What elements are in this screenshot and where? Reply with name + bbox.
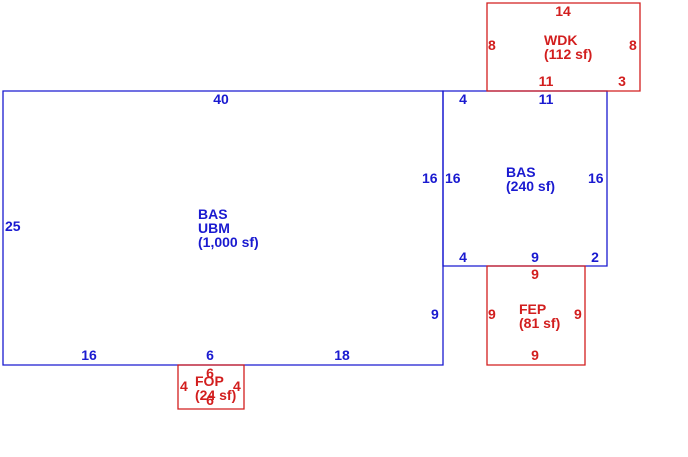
- main-area-code: BAS: [198, 206, 228, 222]
- fop-area-outline: [177, 364, 245, 410]
- main-right-upper-dim: 16: [422, 170, 438, 186]
- side-top-left-dim: 4: [459, 91, 467, 107]
- main-area-size: (1,000 sf): [198, 234, 259, 250]
- fop-top-dim: 6: [206, 365, 214, 381]
- main-area-outline: [2, 90, 444, 366]
- main-right-lower-dim: 9: [431, 306, 439, 322]
- fep-area-size: (81 sf): [519, 315, 560, 331]
- wdk-bottom-dim: 11: [539, 73, 554, 89]
- fop-area-code: FOP: [195, 373, 224, 389]
- wdk-area: 14 8 8 11 3 WDK (112 sf): [486, 2, 641, 92]
- fep-area: 9 9 9 9 FEP (81 sf): [486, 265, 586, 366]
- side-bottom-right-dim: 2: [591, 249, 599, 265]
- fep-area-outline: [486, 265, 586, 366]
- side-left-dim: 16: [445, 170, 461, 186]
- wdk-top-dim: 14: [555, 3, 571, 19]
- fop-left-dim: 4: [180, 378, 188, 394]
- wdk-area-code: WDK: [544, 32, 577, 48]
- main-bottom-right-dim: 18: [334, 347, 350, 363]
- wdk-bottom-right-dim: 3: [618, 73, 626, 89]
- wdk-right-dim: 8: [629, 37, 637, 53]
- main-bottom-left-dim: 16: [81, 347, 97, 363]
- side-bottom-left-dim: 4: [459, 249, 467, 265]
- side-top-dim: 11: [539, 91, 554, 107]
- fop-right-dim: 4: [233, 378, 241, 394]
- side-area-size: (240 sf): [506, 178, 555, 194]
- fep-area-code: FEP: [519, 301, 546, 317]
- side-bottom-dim: 9: [531, 249, 539, 265]
- side-area: 4 11 16 16 4 9 2 BAS (240 sf): [442, 90, 608, 267]
- main-top-dim: 40: [213, 91, 229, 107]
- main-bottom-mid-dim: 6: [206, 347, 214, 363]
- fep-left-dim: 9: [488, 306, 496, 322]
- fep-right-dim: 9: [574, 306, 582, 322]
- fep-bottom-dim: 9: [531, 347, 539, 363]
- wdk-area-size: (112 sf): [544, 46, 592, 62]
- wdk-left-dim: 8: [488, 37, 496, 53]
- fep-top-dim: 9: [531, 266, 539, 282]
- side-right-dim: 16: [588, 170, 604, 186]
- side-area-code: BAS: [506, 164, 536, 180]
- fop-area-size: (24 sf): [195, 387, 236, 403]
- wdk-area-outline: [486, 2, 641, 92]
- main-area-code-2: UBM: [198, 220, 230, 236]
- fop-area: 6 4 4 6 FOP (24 sf): [177, 364, 245, 410]
- fop-bottom-dim: 6: [206, 392, 214, 408]
- main-area: 40 25 16 9 16 6 18 BAS UBM (1,000 sf): [2, 90, 444, 366]
- main-left-dim: 25: [5, 218, 21, 234]
